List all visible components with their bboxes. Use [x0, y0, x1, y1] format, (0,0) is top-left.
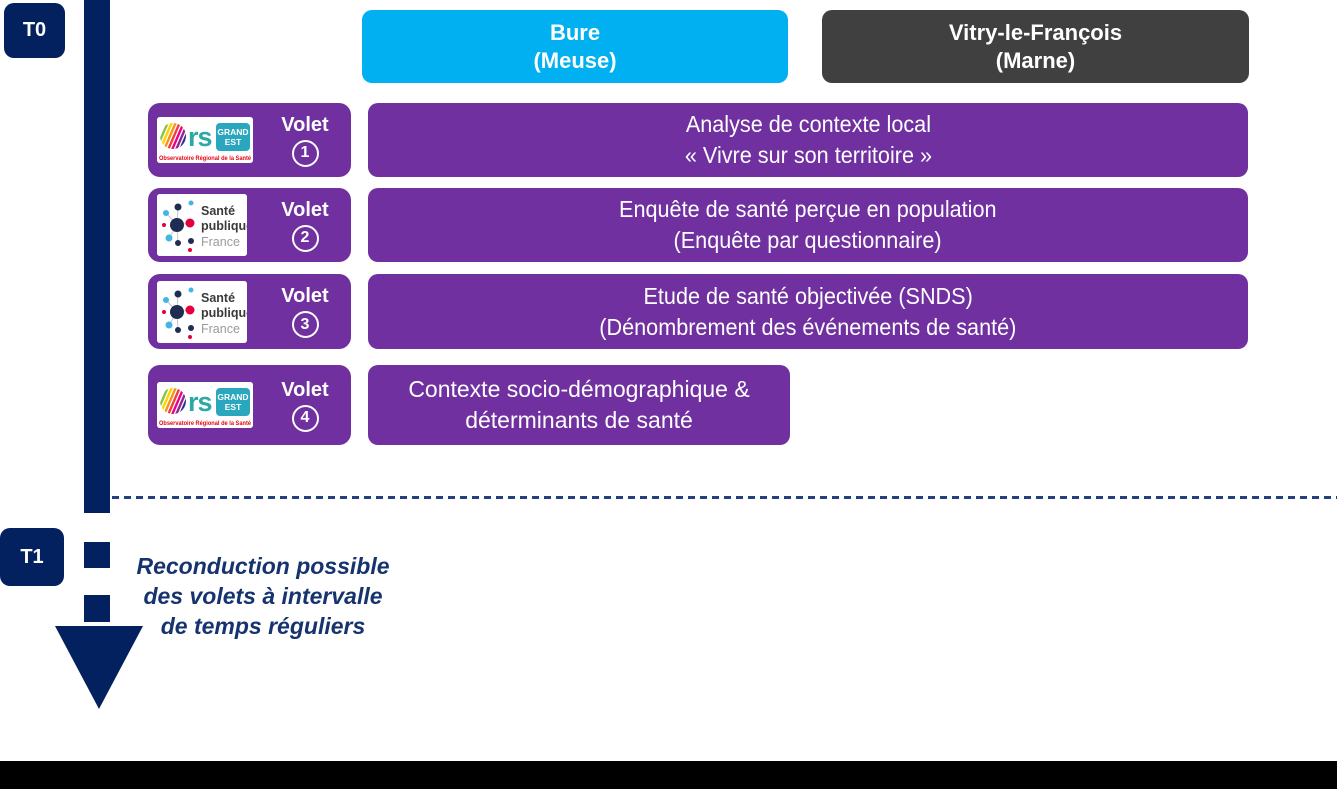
spf-line1: Santé — [201, 291, 235, 305]
ors-caption: Observatoire Régional de la Santé — [159, 155, 251, 162]
bure-title: Bure — [549, 19, 601, 45]
volet-2-content-line1: Enquête de santé perçue en population — [619, 196, 997, 222]
volet-number-badge: 2 — [291, 224, 319, 252]
volet-number-badge: 4 — [291, 404, 319, 432]
spf-line2: publique — [201, 219, 247, 233]
ors-region-line2: EST — [225, 402, 242, 412]
volet-word: Volet — [281, 378, 329, 401]
volet-3-label-box: Santé publique France Volet 3 — [148, 274, 351, 349]
reconduction-note-line: de temps réguliers — [160, 613, 366, 639]
ors-grand-est-logo: rs GRAND EST Observatoire Régional de la… — [157, 382, 253, 428]
volet-3-content-line2: (Dénombrement des événements de santé) — [599, 313, 1017, 340]
volet-3-content-box: Etude de santé objectivée (SNDS) (Dénomb… — [368, 274, 1248, 349]
vitry-subtitle: (Marne) — [995, 47, 1076, 73]
column-header-bure: Bure (Meuse) — [362, 10, 788, 83]
volet-word: Volet — [281, 113, 329, 136]
column-header-vitry: Vitry-le-François (Marne) — [822, 10, 1249, 83]
volet-1-label: Volet 1 — [273, 114, 337, 167]
reconduction-note-line: des volets à intervalle — [143, 583, 383, 609]
spf-line3: France — [201, 322, 240, 336]
spf-network-icon — [162, 287, 195, 339]
t1-marker: T1 — [0, 528, 64, 586]
reconduction-note-line: Reconduction possible — [136, 553, 390, 579]
ors-swirl-icon — [160, 123, 186, 149]
volet-1-content-line2: « Vivre sur son territoire » — [684, 142, 932, 168]
spf-line1: Santé — [201, 204, 235, 218]
t0-label: T0 — [22, 19, 47, 41]
phase-divider-dashed-line — [112, 496, 1337, 499]
volet-4-label: Volet 4 — [273, 379, 337, 432]
volet-3-label: Volet 3 — [273, 285, 337, 338]
volet-2-content-box: Enquête de santé perçue en population (E… — [368, 188, 1248, 262]
volet-3-content-line1: Etude de santé objectivée (SNDS) — [643, 282, 973, 309]
ors-region-line1: GRAND — [217, 127, 248, 137]
reconduction-note: Reconduction possible des volets à inter… — [118, 551, 408, 641]
volet-4-label-box: rs GRAND EST Observatoire Régional de la… — [148, 365, 351, 445]
volet-2-label-box: Santé publique France Volet 2 — [148, 188, 351, 262]
ors-grand-est-logo: rs GRAND EST Observatoire Régional de la… — [157, 117, 253, 163]
volet-1-content-box: Analyse de contexte local « Vivre sur so… — [368, 103, 1248, 177]
sante-publique-france-logo: Santé publique France — [157, 194, 247, 256]
ors-region-box — [216, 388, 250, 416]
volet-2-content-line2: (Enquête par questionnaire) — [673, 227, 943, 253]
timeline-arrowhead-icon — [55, 626, 143, 709]
volet-1-label-box: rs GRAND EST Observatoire Régional de la… — [148, 103, 351, 177]
ors-swirl-icon — [160, 388, 186, 414]
volet-number-badge: 3 — [291, 311, 319, 338]
t1-label: T1 — [20, 545, 44, 568]
ors-acronym: rs — [188, 122, 212, 152]
volet-4-content-line1: Contexte socio-démographique & — [408, 376, 750, 402]
volet-1-content-line1: Analyse de contexte local — [685, 111, 931, 137]
timeline-dashed-segment — [84, 595, 110, 622]
vitry-title: Vitry-le-François — [948, 19, 1123, 45]
volet-word: Volet — [281, 285, 329, 307]
bure-subtitle: (Meuse) — [533, 47, 617, 73]
volet-4-content-line2: déterminants de santé — [465, 407, 693, 433]
ors-region-box — [216, 123, 250, 151]
volet-4-content-box: Contexte socio-démographique & détermina… — [368, 365, 790, 445]
timeline-bar — [84, 0, 110, 513]
ors-caption: Observatoire Régional de la Santé — [159, 420, 251, 427]
ors-region-line1: GRAND — [217, 392, 248, 402]
sante-publique-france-logo: Santé publique France — [157, 280, 247, 343]
ors-region-line2: EST — [225, 137, 242, 147]
volet-word: Volet — [281, 198, 329, 221]
spf-line2: publique — [201, 306, 247, 320]
bottom-letterbox — [0, 761, 1337, 789]
volet-number-badge: 1 — [291, 139, 319, 167]
t0-marker: T0 — [4, 3, 65, 58]
timeline-dashed-segment — [84, 542, 110, 568]
ors-acronym: rs — [188, 387, 212, 417]
spf-network-icon — [162, 200, 195, 252]
volet-2-label: Volet 2 — [273, 199, 337, 252]
spf-line3: France — [201, 235, 240, 249]
